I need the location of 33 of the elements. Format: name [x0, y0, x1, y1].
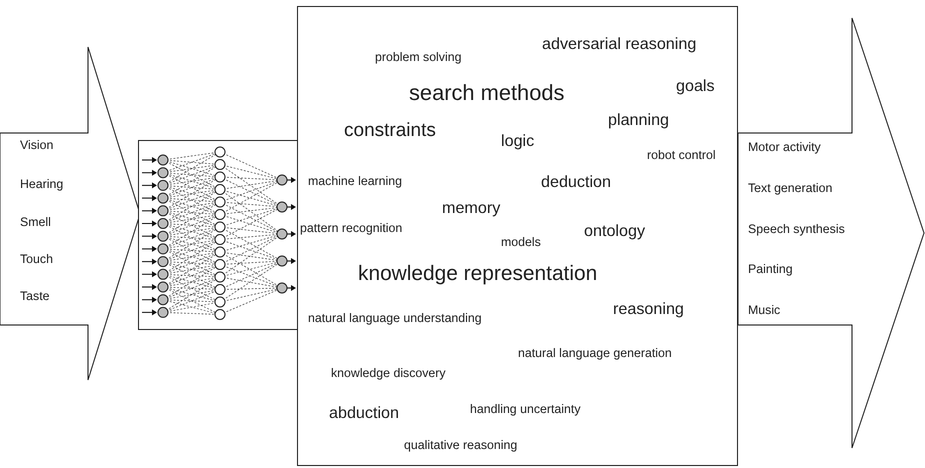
keyword-text: natural language understanding — [308, 312, 482, 326]
keyword-text: planning — [608, 112, 670, 130]
keyword-text: deduction — [541, 174, 612, 192]
keyword-text: machine learning — [308, 174, 402, 188]
sense-label: Hearing — [20, 178, 64, 192]
keyword-text: knowledge representation — [358, 262, 598, 285]
keyword-text: qualitative reasoning — [404, 438, 518, 452]
keyword-text: problem solving — [375, 50, 462, 64]
keyword-text: models — [501, 236, 541, 250]
topic-box — [297, 6, 738, 466]
keyword-text: robot control — [647, 148, 716, 162]
output-label: Speech synthesis — [748, 222, 845, 236]
keyword-text: reasoning — [613, 300, 684, 318]
keyword-text: memory — [442, 200, 500, 218]
keyword-text: logic — [501, 132, 534, 150]
sense-label: Touch — [20, 252, 53, 266]
keyword-text: knowledge discovery — [331, 366, 446, 380]
keyword-text: abduction — [329, 404, 400, 422]
keyword-text: constraints — [344, 121, 436, 142]
keyword-text: pattern recognition — [300, 222, 402, 236]
sense-label: Taste — [20, 290, 50, 304]
keyword-text: goals — [676, 78, 715, 96]
keyword-text: search methods — [409, 81, 564, 106]
keyword-text: natural language generation — [518, 346, 672, 360]
keyword-text: handling uncertainty — [470, 402, 580, 416]
output-label: Music — [748, 304, 780, 318]
output-label: Text generation — [748, 182, 832, 196]
output-label: Painting — [748, 262, 793, 276]
keyword-text: adversarial reasoning — [542, 36, 696, 54]
sense-label: Vision — [20, 138, 54, 152]
sense-label: Smell — [20, 216, 51, 230]
output-label: Motor activity — [748, 140, 821, 154]
keyword-text: ontology — [584, 222, 646, 240]
